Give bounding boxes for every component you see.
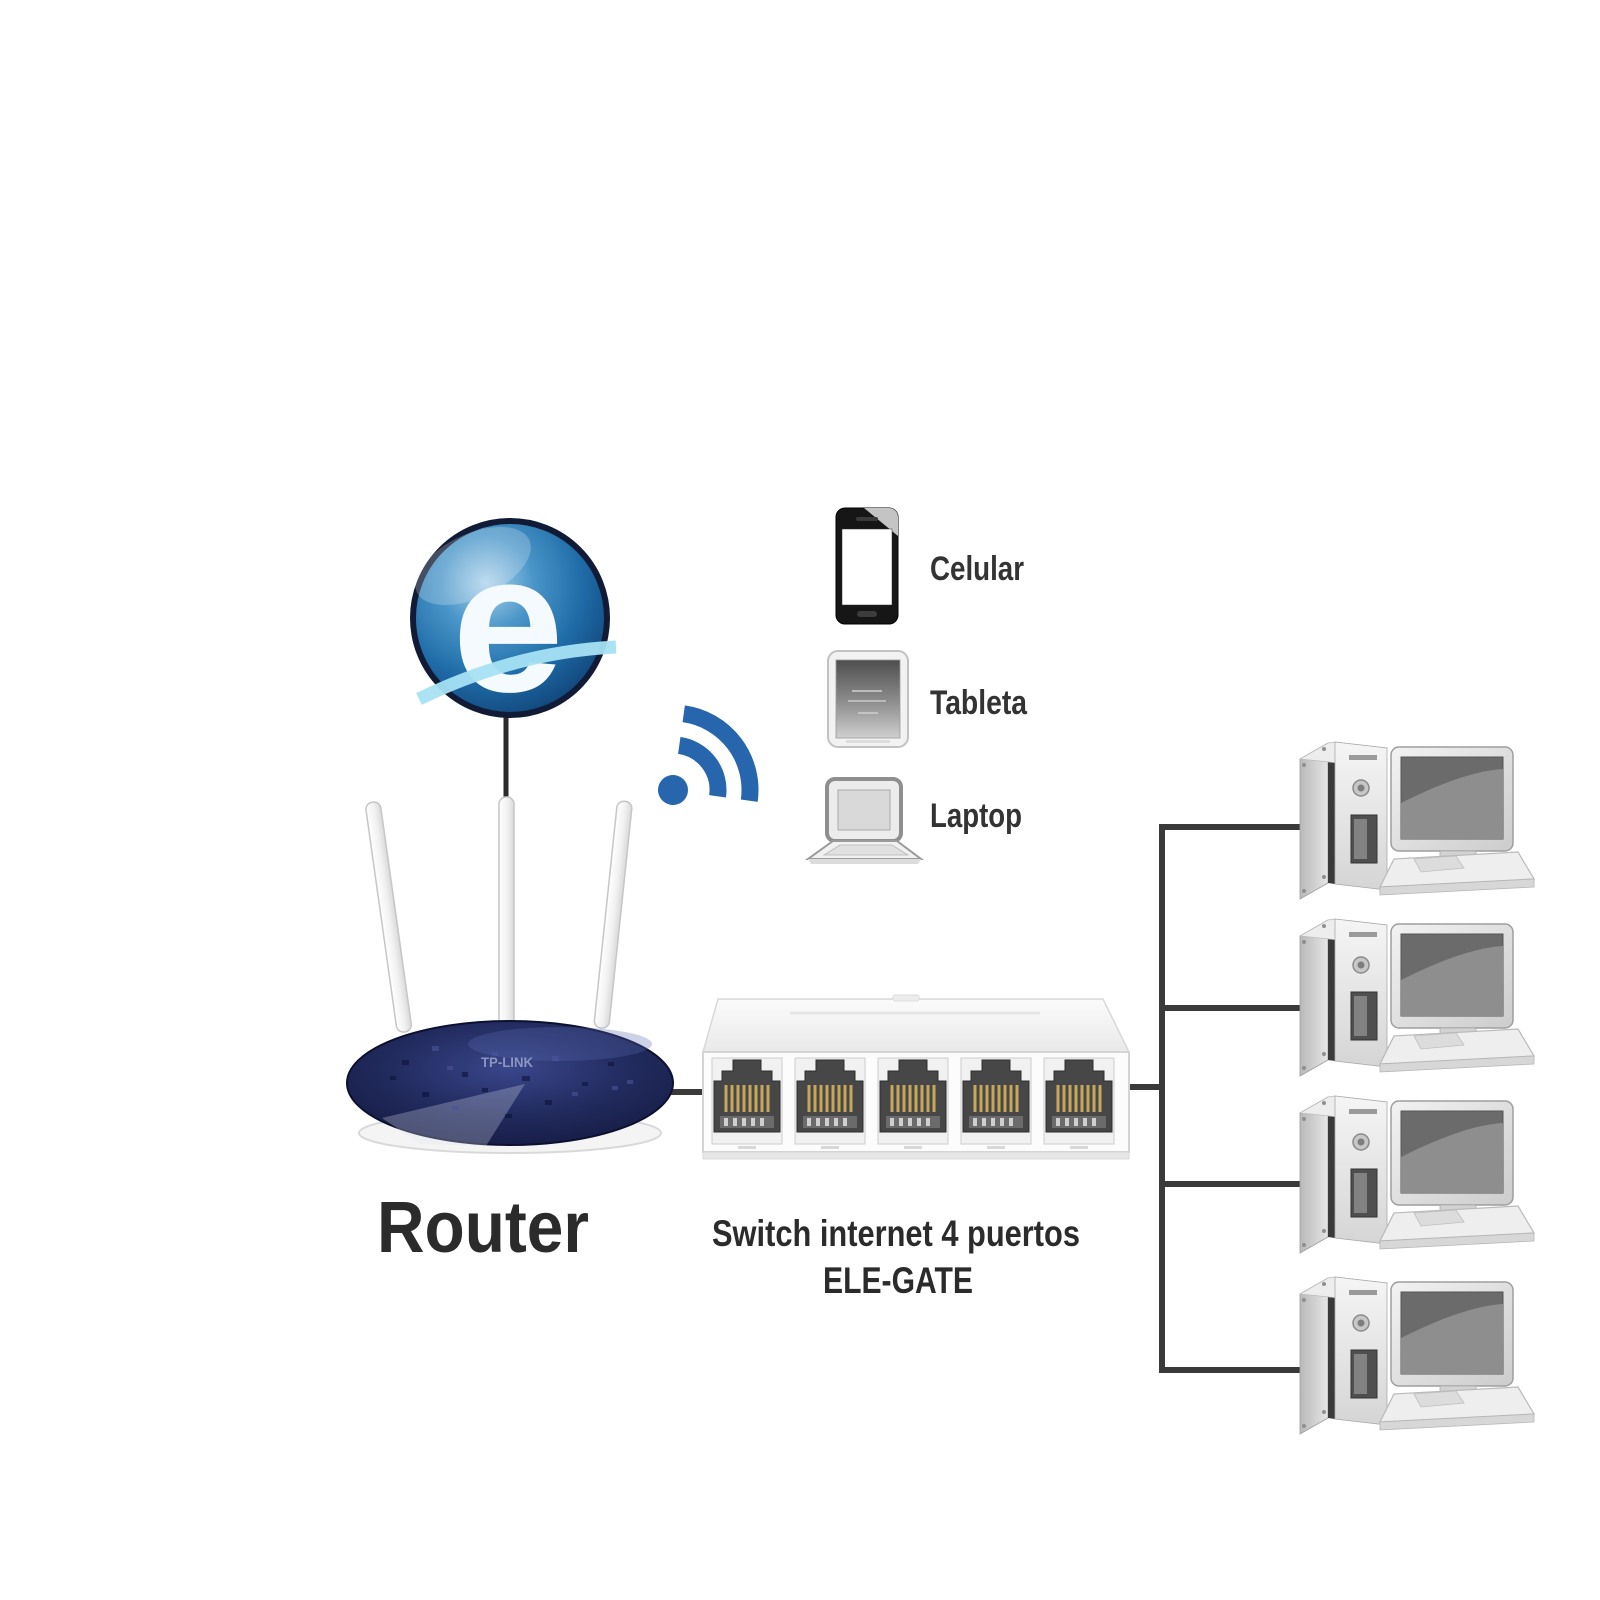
- tableta-icon: [827, 650, 909, 748]
- wireless-devices: Celular Tableta Laptop: [804, 507, 1028, 864]
- router-speckles: [390, 1060, 614, 1118]
- computer-4: [1299, 1276, 1535, 1435]
- switch-ports: [711, 1057, 1115, 1149]
- switch-title: Switch internet 4 puertos: [712, 1213, 1080, 1254]
- laptop-label: Laptop: [930, 797, 1022, 835]
- globe-e-glyph: e: [452, 512, 564, 733]
- port-5: [1043, 1057, 1115, 1149]
- laptop-icon: [804, 777, 924, 864]
- computers-group: [1299, 741, 1535, 1435]
- router-body: [346, 1020, 674, 1146]
- computer-3: [1299, 1095, 1535, 1254]
- computer-1: [1299, 741, 1535, 900]
- computer-2: [1299, 918, 1535, 1077]
- router-label: Router: [377, 1188, 589, 1268]
- wifi-icon: [658, 705, 759, 805]
- router-device: TP-LINK: [346, 796, 674, 1154]
- port-2: [794, 1057, 866, 1149]
- switch-device: [702, 994, 1131, 1160]
- port-1: [711, 1057, 783, 1149]
- globe-swoosh: [416, 640, 617, 705]
- router-speckles-light: [432, 1046, 633, 1110]
- internet-globe-icon: e: [410, 512, 617, 733]
- router-antennas: [365, 796, 633, 1033]
- port-4: [960, 1057, 1032, 1149]
- port-3: [877, 1057, 949, 1149]
- celular-label: Celular: [930, 550, 1024, 588]
- celular-icon: [835, 507, 899, 625]
- router-brand-text: TP-LINK: [481, 1054, 533, 1070]
- network-cables: [664, 824, 1308, 1373]
- switch-subtitle: ELE-GATE: [823, 1260, 973, 1301]
- tableta-label: Tableta: [930, 684, 1028, 722]
